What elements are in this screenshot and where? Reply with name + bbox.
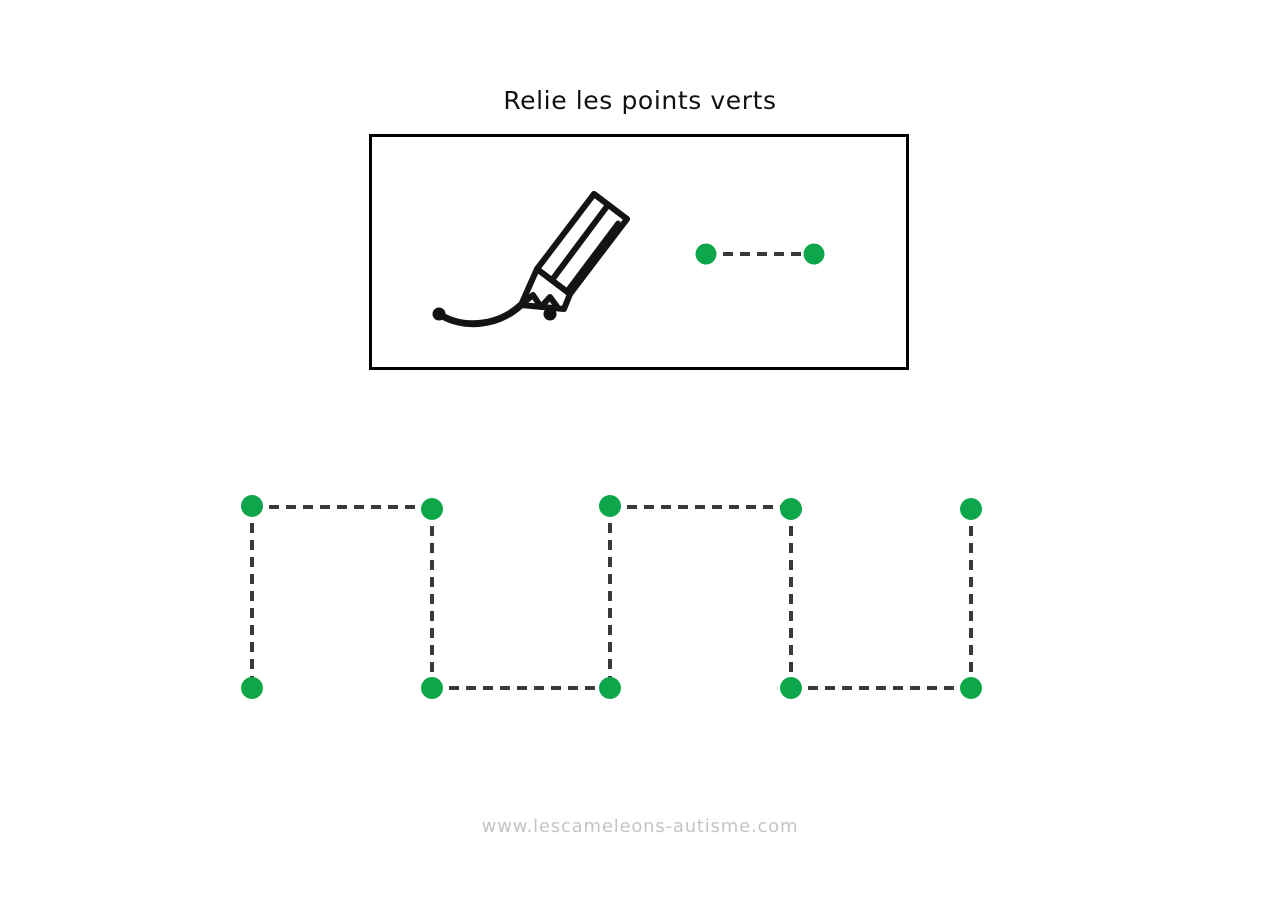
example-green-dot-pair (692, 237, 852, 277)
pencil-illustration (417, 177, 637, 332)
dash-segment-vertical (430, 509, 434, 688)
green-dot[interactable] (960, 498, 982, 520)
green-dot[interactable] (421, 677, 443, 699)
example-green-dot-right (803, 243, 825, 265)
green-dot[interactable] (599, 677, 621, 699)
green-dot[interactable] (241, 495, 263, 517)
dash-segment-vertical (969, 509, 973, 688)
pencil-icon (435, 191, 630, 328)
green-dot[interactable] (241, 677, 263, 699)
dash-segment-horizontal (252, 505, 432, 509)
example-dashed-connector (706, 252, 814, 256)
example-black-dot-start (432, 307, 446, 321)
green-dot[interactable] (780, 498, 802, 520)
example-demonstration-box (369, 134, 909, 370)
green-dot[interactable] (780, 677, 802, 699)
dash-segment-vertical (789, 509, 793, 688)
footer-website-url: www.lescameleons-autisme.com (481, 816, 799, 837)
dash-segment-horizontal (791, 686, 971, 690)
dash-segment-horizontal (610, 505, 791, 509)
green-dot[interactable] (599, 495, 621, 517)
dash-segment-vertical (250, 506, 254, 688)
example-box-inner (372, 137, 906, 367)
example-black-dot-end (543, 307, 557, 321)
dash-segment-vertical (608, 506, 612, 688)
example-green-dot-left (695, 243, 717, 265)
drawn-stroke-path (435, 301, 525, 328)
dash-segment-horizontal (432, 686, 610, 690)
green-dot[interactable] (960, 677, 982, 699)
page-title: Relie les points verts (503, 86, 777, 115)
green-dot[interactable] (421, 498, 443, 520)
